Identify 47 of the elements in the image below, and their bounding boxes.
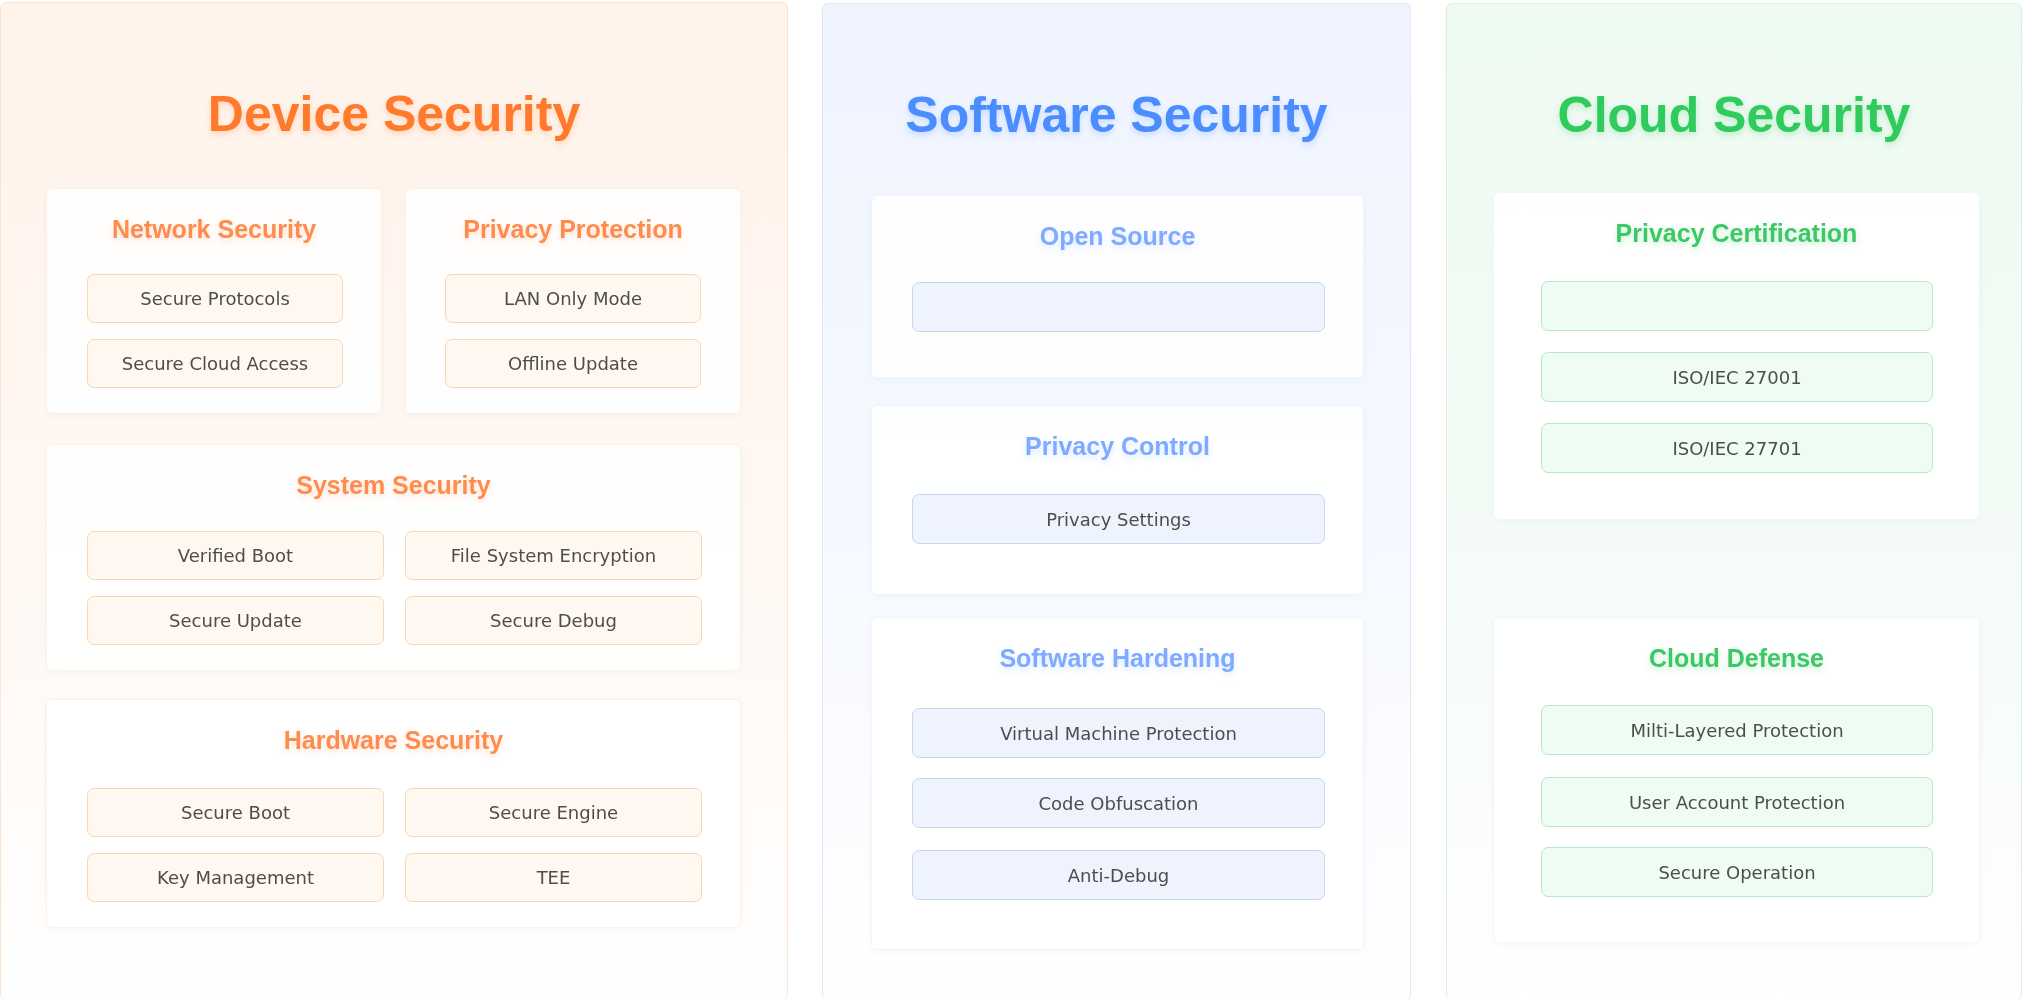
feature-tag: Key Management bbox=[87, 853, 384, 902]
category-card bbox=[871, 405, 1364, 595]
card-heading: Cloud Defense bbox=[1649, 644, 1824, 673]
feature-tag: ISO/IEC 27701 bbox=[1541, 423, 1933, 473]
category-card bbox=[1493, 617, 1980, 943]
feature-tag: Milti-Layered Protection bbox=[1541, 705, 1933, 755]
feature-tag: Code Obfuscation bbox=[912, 778, 1325, 828]
feature-tag: Secure Operation bbox=[1541, 847, 1933, 897]
feature-tag: File System Encryption bbox=[405, 531, 702, 580]
card-heading: Privacy Control bbox=[1025, 432, 1210, 461]
security-column-panel bbox=[0, 2, 788, 1000]
category-card bbox=[46, 444, 741, 671]
column-title: Software Security bbox=[905, 86, 1328, 144]
card-heading: System Security bbox=[296, 471, 491, 500]
card-heading: Hardware Security bbox=[283, 726, 504, 755]
card-heading: Software Hardening bbox=[999, 644, 1236, 673]
card-heading: Network Security bbox=[111, 215, 317, 244]
category-card bbox=[871, 617, 1364, 950]
feature-tag: Secure Update bbox=[87, 596, 384, 645]
feature-tag: LAN Only Mode bbox=[445, 274, 701, 323]
card-heading: Privacy Certification bbox=[1615, 219, 1858, 248]
empty-feature-tag bbox=[912, 282, 1325, 332]
column-title: Device Security bbox=[207, 85, 581, 143]
security-column-panel bbox=[822, 3, 1411, 1000]
feature-tag: User Account Protection bbox=[1541, 777, 1933, 827]
feature-tag: Offline Update bbox=[445, 339, 701, 388]
feature-tag: Privacy Settings bbox=[912, 494, 1325, 544]
category-card bbox=[871, 195, 1364, 378]
feature-tag: Virtual Machine Protection bbox=[912, 708, 1325, 758]
feature-tag: Secure Protocols bbox=[87, 274, 343, 323]
feature-tag: TEE bbox=[405, 853, 702, 902]
feature-tag: ISO/IEC 27001 bbox=[1541, 352, 1933, 402]
card-heading: Privacy Protection bbox=[463, 215, 683, 244]
feature-tag: Secure Engine bbox=[405, 788, 702, 837]
feature-tag: Verified Boot bbox=[87, 531, 384, 580]
feature-tag: Secure Debug bbox=[405, 596, 702, 645]
column-title: Cloud Security bbox=[1557, 86, 1911, 144]
feature-tag: Anti-Debug bbox=[912, 850, 1325, 900]
security-column-panel bbox=[1446, 3, 2022, 1000]
feature-tag: Secure Boot bbox=[87, 788, 384, 837]
category-card bbox=[46, 188, 382, 414]
empty-feature-tag bbox=[1541, 281, 1933, 331]
card-heading: Open Source bbox=[1039, 222, 1196, 251]
feature-tag: Secure Cloud Access bbox=[87, 339, 343, 388]
category-card bbox=[1493, 192, 1980, 520]
category-card bbox=[46, 699, 741, 928]
category-card bbox=[405, 188, 741, 414]
